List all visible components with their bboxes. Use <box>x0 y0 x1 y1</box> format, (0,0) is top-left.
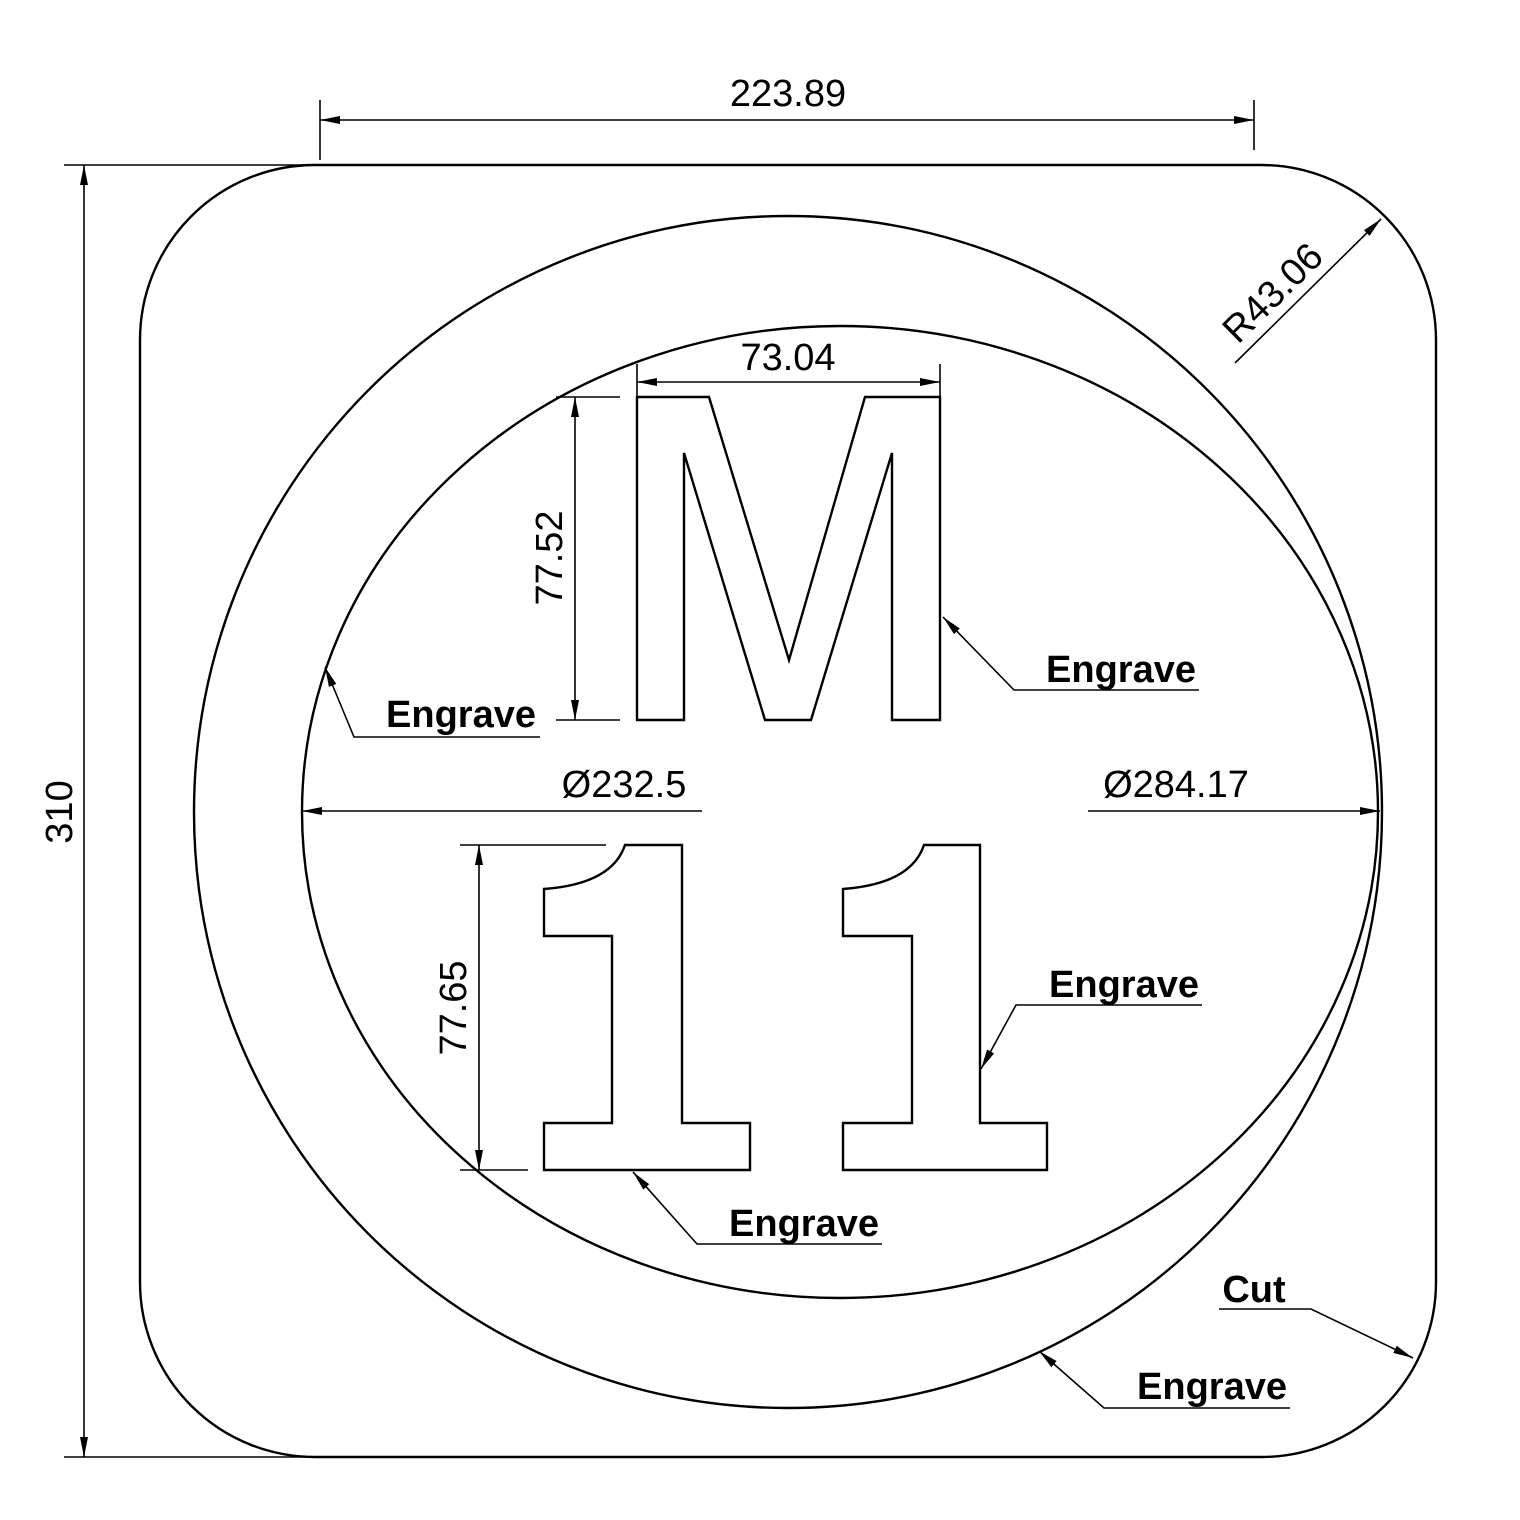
inner-diameter-dimension: Ø232.5 <box>302 764 702 815</box>
height-dimension: 310 <box>39 164 305 1458</box>
m-width-value: 73.04 <box>740 337 835 379</box>
digit-height-dimension: 77.65 <box>433 844 606 1171</box>
inner-engrave-circle <box>300 324 1380 1300</box>
callout-cut: Cut <box>1219 1269 1414 1359</box>
digit-one-left-outline <box>542 843 752 1172</box>
callout-engrave-letter-m-label: Engrave <box>1046 649 1196 691</box>
callout-engrave-left-digit: Engrave <box>632 1171 882 1245</box>
callout-engrave-outer-circle: Engrave <box>1038 1350 1290 1409</box>
callout-engrave-outer-circle-label: Engrave <box>1137 1366 1287 1408</box>
height-dimension-value: 310 <box>39 780 81 843</box>
m-height-value: 77.52 <box>529 510 571 605</box>
corner-radius-dimension: R43.06 <box>1215 218 1382 364</box>
width-dimension-value: 223.89 <box>730 73 846 115</box>
letter-m-outline <box>635 395 942 722</box>
digit-height-value: 77.65 <box>433 960 475 1055</box>
callout-cut-label: Cut <box>1222 1269 1286 1311</box>
callout-engrave-letter-m: Engrave <box>942 616 1199 691</box>
outer-diameter-dimension: Ø284.17 <box>1088 764 1380 815</box>
m-height-dimension: 77.52 <box>529 396 620 721</box>
callout-engrave-right-digit: Engrave <box>980 964 1202 1070</box>
callout-engrave-left-digit-label: Engrave <box>729 1203 879 1245</box>
inner-diameter-value: Ø232.5 <box>562 764 687 806</box>
cut-outline <box>138 163 1438 1459</box>
width-dimension: 223.89 <box>319 73 1255 160</box>
callout-engrave-inner-circle: Engrave <box>324 666 540 738</box>
m-width-dimension: 73.04 <box>636 337 941 397</box>
callout-engrave-right-digit-label: Engrave <box>1049 964 1199 1006</box>
callout-engrave-inner-circle-label: Engrave <box>386 694 536 736</box>
digit-one-right-outline <box>841 843 1049 1172</box>
outer-engrave-circle <box>192 214 1384 1410</box>
corner-radius-value: R43.06 <box>1215 235 1332 351</box>
outer-diameter-value: Ø284.17 <box>1103 764 1249 806</box>
